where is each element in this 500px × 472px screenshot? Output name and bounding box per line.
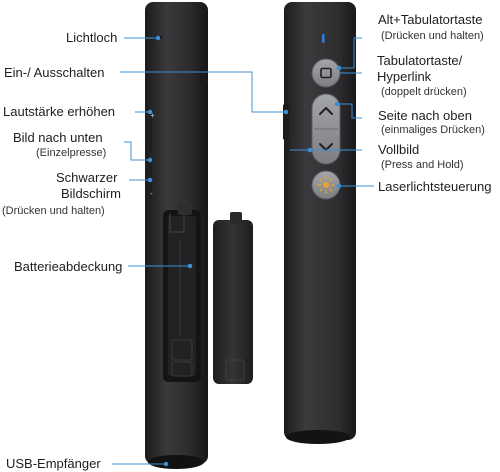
page-rocker[interactable] [311, 93, 341, 165]
volume-label: Lautstärke erhöhen [3, 104, 116, 119]
page-down-sublabel: (Einzelpresse) [36, 147, 107, 159]
sun-icon [317, 176, 335, 194]
hyperlink-label: Hyperlink [377, 69, 432, 84]
battery-cover-label: Batterieabdeckung [14, 259, 123, 274]
plus-icon: + [150, 111, 155, 120]
indicator-light [322, 34, 325, 43]
tab-label: Tabulatortaste/ [377, 53, 463, 68]
light-hole-label: Lichtloch [66, 30, 118, 45]
power-label: Ein-/ Ausschalten [4, 65, 105, 80]
power-switch[interactable] [200, 68, 206, 84]
black-screen-sublabel: (Drücken und halten) [2, 205, 105, 217]
laser-label: Laserlichtsteuerung [378, 179, 492, 194]
battery-cover[interactable] [213, 212, 253, 384]
usb-receiver-label: USB-Empfänger [6, 456, 101, 471]
minus-icon: - [150, 189, 153, 198]
volume-up-button[interactable] [146, 112, 152, 152]
alt-tab-sublabel: (Drücken und halten) [381, 30, 484, 42]
right-device-cap [286, 430, 350, 444]
chevron-up-icon[interactable] [319, 107, 333, 115]
usb-receiver-cap [148, 455, 204, 469]
right-device [283, 2, 356, 444]
tab-button[interactable] [311, 58, 341, 88]
black-screen-label-2: Bildschirm [61, 186, 121, 201]
square-icon [320, 67, 332, 79]
left-device: + - [145, 2, 208, 469]
tab-sublabel: (doppelt drücken) [381, 86, 467, 98]
fullscreen-sublabel: (Press and Hold) [381, 159, 464, 171]
side-switch[interactable] [283, 104, 289, 140]
callout-lines [112, 35, 374, 467]
page-down-label: Bild nach unten [13, 130, 103, 145]
fullscreen-label: Vollbild [378, 142, 420, 157]
alt-tab-label: Alt+Tabulatortaste [378, 12, 483, 27]
page-up-sublabel: (einmaliges Drücken) [381, 124, 485, 136]
black-screen-label-1: Schwarzer [56, 170, 118, 185]
laser-button[interactable] [311, 170, 341, 200]
page-up-label: Seite nach oben [378, 108, 472, 123]
